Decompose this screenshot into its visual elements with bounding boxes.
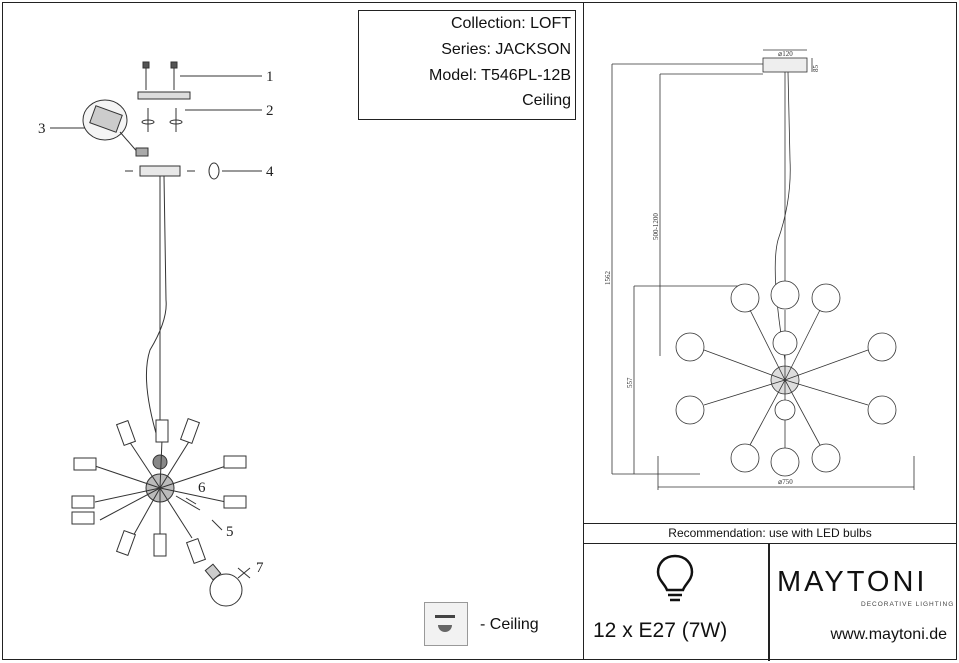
canopy-icon [125,162,220,180]
info-box [358,10,576,120]
model-text: Model: T546PL-12B [428,67,571,84]
part-label-3: 3 [38,121,46,137]
brand-tagline: DECORATIVE LIGHTING [861,601,955,608]
brand-cell: MAYTONI DECORATIVE LIGHTING www.maytoni.… [769,544,955,661]
spec-divider [768,544,770,661]
recommendation-row: Recommendation: use with LED bulbs [583,524,957,544]
recommendation-text: Recommendation: use with LED bulbs [668,526,872,540]
part-label-2: 2 [266,103,274,119]
lamp-cell: 12 x E27 (7W) [583,544,768,661]
part-label-1: 1 [266,69,274,85]
terminal-block-icon [82,99,149,157]
mounting-bracket-icon [137,91,191,132]
bulb-icon [204,563,251,607]
right-panel-frame [583,2,957,660]
chandelier-body [71,417,247,565]
part-label-7: 7 [256,560,264,576]
spec-table: Recommendation: use with LED bulbs 12 x … [583,523,957,661]
brand-logo: MAYTONI [777,566,928,598]
series-text: Series: JACKSON [441,41,571,58]
ceiling-legend-text: - Ceiling [480,616,539,633]
part-label-6: 6 [198,480,206,496]
mount-type-text: Ceiling [522,92,571,109]
lamp-spec-text: 12 x E27 (7W) [593,619,728,642]
light-bulb-icon [656,554,694,602]
ceiling-mount-icon [424,602,468,646]
website-link[interactable]: www.maytoni.de [830,626,948,643]
part-label-4: 4 [266,164,274,180]
part-label-5: 5 [226,524,234,540]
assembly-drawing: 1 2 3 4 5 6 7 [38,61,274,607]
collection-text: Collection: LOFT [450,15,571,32]
screw-icon [142,61,178,90]
